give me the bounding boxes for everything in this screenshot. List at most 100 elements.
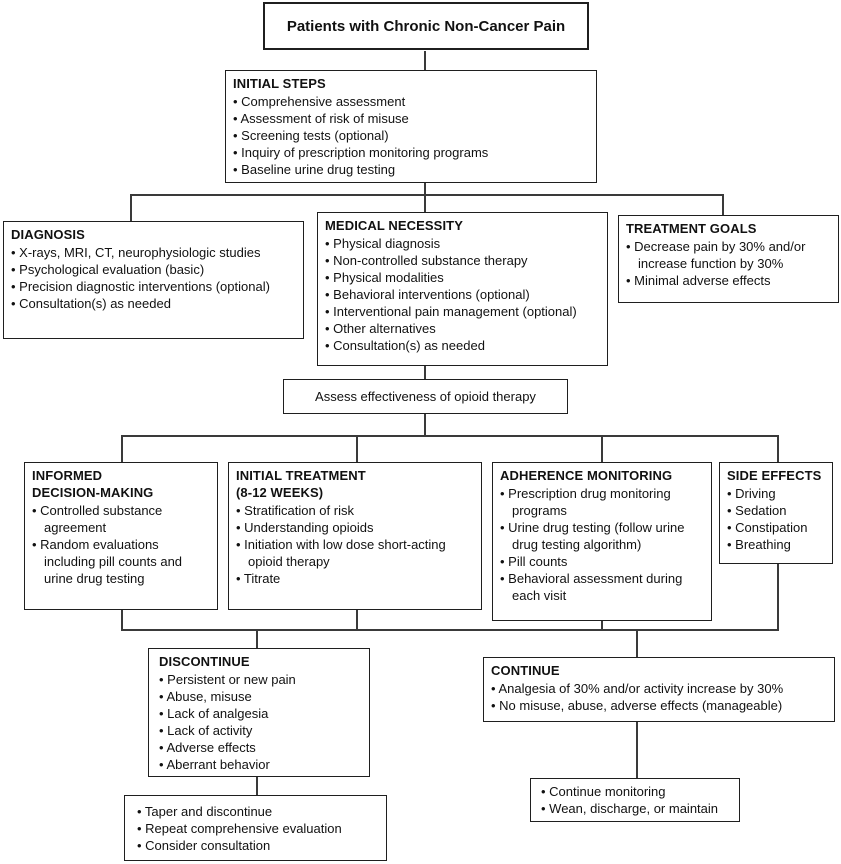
box-heading: INITIAL STEPS (233, 75, 589, 92)
connector-drop-continue (636, 629, 638, 657)
bullet-item: • Adverse effects (159, 740, 256, 755)
bullet-item: • Urine drug testing (follow urine drug … (500, 520, 685, 552)
connector-drop-treatment-goals (722, 194, 724, 215)
flow-box-discontinue: DISCONTINUE • Persistent or new pain • Ab… (148, 648, 370, 777)
flow-box-wean-discharge: • Continue monitoring• Wean, discharge, … (530, 778, 740, 822)
bullet-item: • Physical diagnosis (325, 236, 441, 251)
bullet-item: • Non-controlled substance therapy (325, 253, 528, 268)
bullet-item: • Psychological evaluation (basic) (11, 262, 205, 277)
connector-informed-down (121, 610, 123, 630)
flow-box-treatment-goals: TREATMENT GOALS • Decrease pain by 30% a… (618, 215, 839, 303)
bullet-item: • Behavioral interventions (optional) (325, 287, 530, 302)
flow-box-adherence-monitoring: ADHERENCE MONITORING • Prescription drug… (492, 462, 712, 621)
bullet-list: • Stratification of risk • Understanding … (236, 502, 474, 587)
bullet-item: • Sedation (727, 503, 787, 518)
bullet-item: • Driving (727, 486, 776, 501)
flow-box-initial-treatment: INITIAL TREATMENT(8-12 WEEKS) • Stratifi… (228, 462, 482, 610)
flow-box-continue: CONTINUE • Analgesia of 30% and/or activ… (483, 657, 835, 722)
connector-drop-initial-treatment (356, 435, 358, 462)
bullet-item: • Initiation with low dose short-acting … (236, 537, 446, 569)
bullet-item: • Breathing (727, 537, 791, 552)
bullet-item: • Controlled substance agreement (32, 503, 163, 535)
box-heading: ADHERENCE MONITORING (500, 467, 704, 484)
connector-branch1-horizontal (130, 194, 724, 196)
box-heading-line: TREATMENT GOALS (626, 221, 757, 236)
connector-drop-discontinue (256, 629, 258, 648)
bullet-item: • Pill counts (500, 554, 568, 569)
box-heading: MEDICAL NECESSITY (325, 217, 600, 234)
box-heading-line: INFORMED (32, 468, 103, 483)
bullet-item: • Lack of analgesia (159, 706, 269, 721)
bullet-list: • X-rays, MRI, CT, neurophysiologic stud… (11, 244, 296, 312)
box-heading: SIDE EFFECTS (727, 467, 825, 484)
flow-box-medical-necessity: MEDICAL NECESSITY • Physical diagnosis• … (317, 212, 608, 366)
connector-adherence-down (601, 621, 603, 630)
box-heading: TREATMENT GOALS (626, 220, 831, 237)
connector-branch2-horizontal (121, 435, 779, 437)
bullet-list: • Comprehensive assessment • Assessment o… (233, 93, 589, 178)
bullet-item: • Understanding opioids (236, 520, 374, 535)
connector-drop-informed (121, 435, 123, 462)
connector-assess-down (424, 414, 426, 436)
bullet-item: • Abuse, misuse (159, 689, 252, 704)
bullet-item: • Consultation(s) as needed (325, 338, 485, 353)
flow-box-informed-decision-making: INFORMED DECISION-MAKING • Controlled sub… (24, 462, 218, 610)
bullet-item: • Screening tests (optional) (233, 128, 389, 143)
bullet-item: • Interventional pain management (option… (325, 304, 577, 319)
box-heading-line: ADHERENCE MONITORING (500, 468, 673, 483)
bullet-item: • Decrease pain by 30% and/or increase f… (626, 239, 806, 271)
connector-patients-to-initialsteps (424, 51, 426, 71)
bullet-item: • Repeat comprehensive evaluation (137, 821, 342, 836)
bullet-list: • Decrease pain by 30% and/or increase f… (626, 238, 831, 289)
box-heading-line: CONTINUE (491, 663, 560, 678)
box-heading-line: SIDE EFFECTS (727, 468, 822, 483)
bullet-item: • Persistent or new pain (159, 672, 296, 687)
flow-box-patients: Patients with Chronic Non-Cancer Pain (263, 2, 589, 50)
flow-box-taper-discontinue: • Taper and discontinue • Repeat comprehe… (124, 795, 387, 861)
connector-sideeffects-down (777, 564, 779, 630)
bullet-item: • Analgesia of 30% and/or activity incre… (491, 681, 784, 696)
bullet-list: • Taper and discontinue • Repeat comprehe… (137, 803, 379, 854)
box-heading-line: INITIAL STEPS (233, 76, 326, 91)
bullet-item: • Behavioral assessment during each visi… (500, 571, 683, 603)
bullet-list: • Continue monitoring• Wean, discharge, … (541, 783, 732, 817)
connector-initialtreatment-down (356, 610, 358, 630)
box-heading-line: DISCONTINUE (159, 654, 250, 669)
bullet-item: • Constipation (727, 520, 808, 535)
bullet-item: • Other alternatives (325, 321, 436, 336)
bullet-item: • Assessment of risk of misuse (233, 111, 409, 126)
box-heading-line: DIAGNOSIS (11, 227, 85, 242)
bullet-item: • Inquiry of prescription monitoring pro… (233, 145, 489, 160)
box-heading: CONTINUE (491, 662, 827, 679)
bullet-list: • Physical diagnosis • Non-controlled sub… (325, 235, 600, 354)
bullet-item: • Precision diagnostic interventions (op… (11, 279, 270, 294)
bullet-item: • Stratification of risk (236, 503, 354, 518)
bullet-item: • X-rays, MRI, CT, neurophysiologic stud… (11, 245, 261, 260)
box-heading: DISCONTINUE (159, 653, 362, 670)
connector-medicalnecessity-to-assess (424, 366, 426, 379)
bullet-list: • Controlled substance agreement• Random… (32, 502, 210, 587)
box-heading-line: MEDICAL NECESSITY (325, 218, 463, 233)
bullet-item: • Wean, discharge, or maintain (541, 801, 719, 816)
box-heading-line: INITIAL TREATMENT (236, 468, 366, 483)
bullet-item: • No misuse, abuse, adverse effects (man… (491, 698, 783, 713)
box-heading: INFORMED DECISION-MAKING (32, 467, 210, 501)
bullet-item: • Baseline urine drug testing (233, 162, 396, 177)
bullet-list: • Analgesia of 30% and/or activity incre… (491, 680, 827, 714)
box-heading-line: DECISION-MAKING (32, 485, 154, 500)
bullet-list: • Persistent or new pain • Abuse, misuse •… (159, 671, 362, 773)
bullet-item: • Taper and discontinue (137, 804, 273, 819)
connector-drop-medical-necessity (424, 194, 426, 212)
bullet-list: • Driving • Sedation • Constipation • Breat… (727, 485, 825, 553)
bullet-item: • Consultation(s) as needed (11, 296, 171, 311)
bullet-item: • Comprehensive assessment (233, 94, 406, 109)
bullet-item: • Titrate (236, 571, 281, 586)
bullet-item: • Minimal adverse effects (626, 273, 771, 288)
connector-branch3-horizontal (121, 629, 779, 631)
bullet-item: • Consider consultation (137, 838, 271, 853)
connector-initialsteps-down (424, 183, 426, 195)
bullet-item: • Lack of activity (159, 723, 253, 738)
flow-box-diagnosis: DIAGNOSIS • X-rays, MRI, CT, neurophysio… (3, 221, 304, 339)
connector-drop-adherence (601, 435, 603, 462)
